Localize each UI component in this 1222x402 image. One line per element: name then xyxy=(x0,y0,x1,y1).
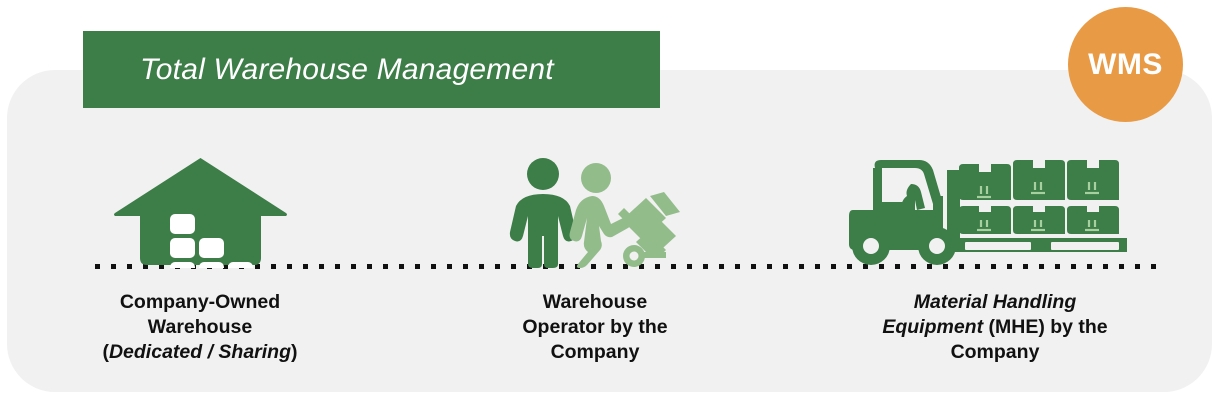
warehouse-operator-icon xyxy=(509,158,680,268)
column-warehouse-operator: Warehouse Operator by the Company xyxy=(425,150,765,365)
caption-1-line-2: Warehouse xyxy=(147,316,253,338)
caption-3-line-2-emphasis: Equipment xyxy=(882,316,984,338)
title-banner: Total Warehouse Management xyxy=(83,31,660,108)
caption-2-line-1: Warehouse xyxy=(542,291,648,313)
caption-2-line-2: Operator by the xyxy=(522,316,668,338)
caption-1-line-1: Company-Owned xyxy=(119,291,281,313)
dotted-separator xyxy=(95,264,1162,269)
icon-area-3 xyxy=(845,150,1145,268)
caption-3-line-1: Material Handling xyxy=(913,291,1077,313)
page-title: Total Warehouse Management xyxy=(140,52,554,86)
caption-2-line-3: Company xyxy=(550,341,640,363)
caption-1-line-3-emphasis: Dedicated / Sharing xyxy=(108,341,292,363)
caption-3-line-3: Company xyxy=(950,341,1040,363)
wms-badge: WMS xyxy=(1068,7,1183,122)
caption-1: Company-Owned Warehouse (Dedicated / Sha… xyxy=(50,290,350,365)
caption-3-line-2-rest: (MHE) by the xyxy=(983,316,1108,338)
forklift-pallet-icon xyxy=(849,160,1127,265)
caption-2: Warehouse Operator by the Company xyxy=(445,290,745,365)
caption-1-line-3-open: ( xyxy=(102,341,109,363)
caption-1-line-3-close: ) xyxy=(291,341,298,363)
caption-3: Material Handling Equipment (MHE) by the… xyxy=(845,290,1145,365)
icon-area-2 xyxy=(500,150,690,268)
column-material-handling-equipment: Material Handling Equipment (MHE) by the… xyxy=(825,150,1165,365)
icon-area-1 xyxy=(113,150,288,268)
warehouse-house-icon xyxy=(113,158,287,268)
column-company-owned-warehouse: Company-Owned Warehouse (Dedicated / Sha… xyxy=(30,150,370,365)
wms-badge-label: WMS xyxy=(1088,47,1163,81)
